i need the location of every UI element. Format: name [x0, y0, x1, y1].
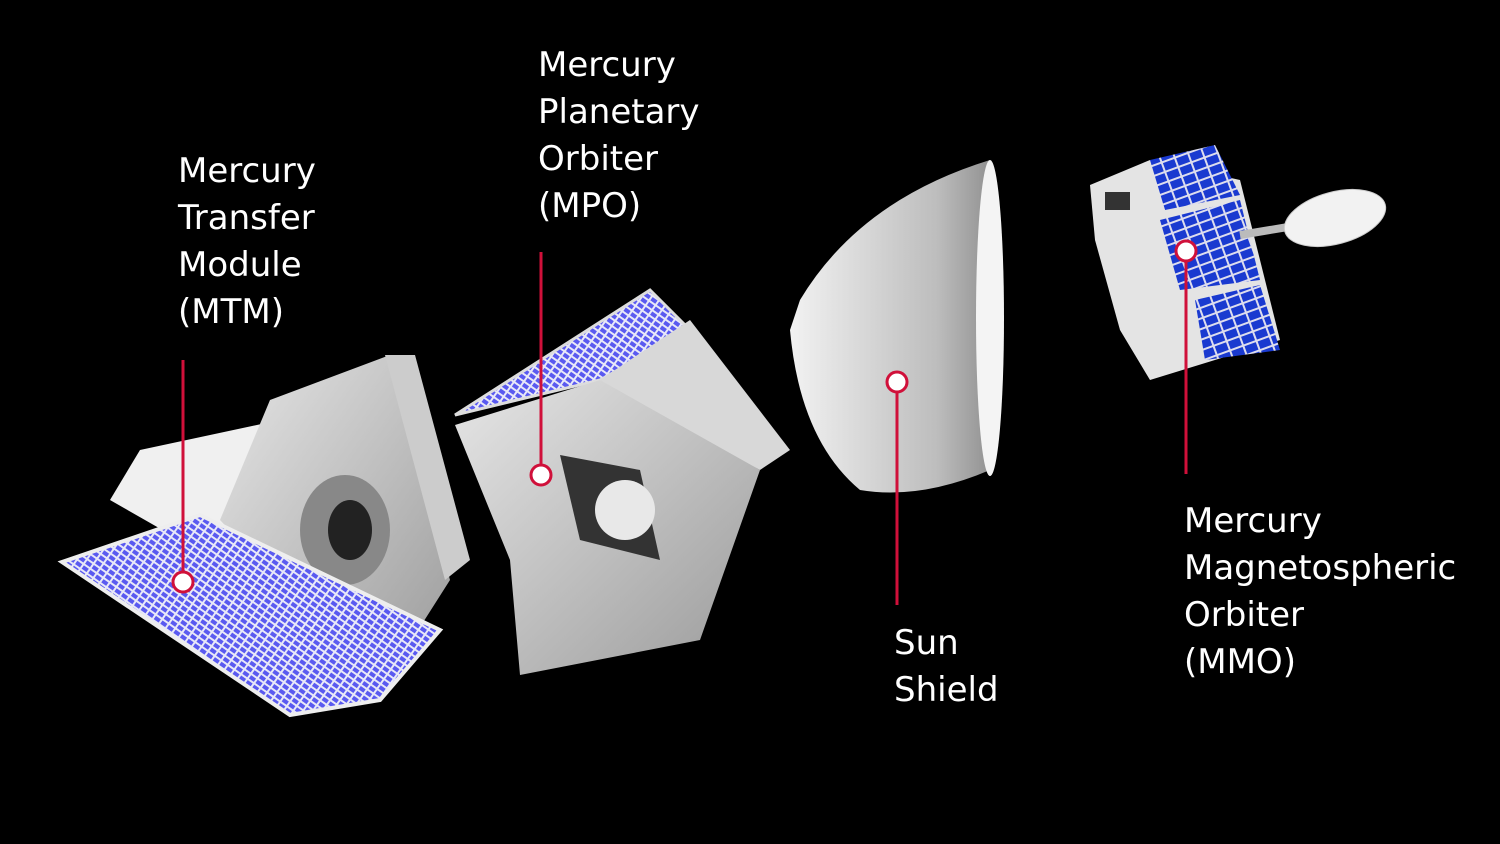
mpo-label-line: Mercury	[538, 45, 676, 85]
mpo-label: Mercury Planetary Orbiter (MPO)	[538, 42, 700, 230]
mtm-label-line: Transfer	[178, 198, 315, 238]
mmo-label: Mercury Magnetospheric Orbiter (MMO)	[1184, 498, 1456, 686]
mtm-marker	[171, 570, 195, 594]
mpo-label-line: Orbiter	[538, 139, 658, 179]
sun-shield-label: Sun Shield	[894, 620, 999, 714]
sun-shield-illustration	[790, 160, 1004, 493]
mtm-label-line: Mercury	[178, 151, 316, 191]
mtm-label: Mercury Transfer Module (MTM)	[178, 148, 316, 336]
mmo-marker	[1174, 239, 1198, 263]
mmo-illustration	[1090, 145, 1387, 380]
mmo-label-line: (MMO)	[1184, 642, 1296, 682]
mpo-label-line: (MPO)	[538, 186, 642, 226]
sun-shield-label-line: Sun	[894, 623, 959, 663]
mtm-illustration	[57, 355, 470, 718]
leader-lines	[171, 239, 1198, 605]
mmo-label-line: Magnetospheric	[1184, 548, 1457, 588]
sun-shield-marker	[885, 370, 909, 394]
mmo-label-line: Orbiter	[1184, 595, 1304, 635]
mmo-label-line: Mercury	[1184, 501, 1322, 541]
mtm-label-line: Module	[178, 245, 302, 285]
mpo-label-line: Planetary	[538, 92, 700, 132]
mpo-marker	[529, 463, 553, 487]
sun-shield-label-line: Shield	[894, 670, 999, 710]
mpo-illustration	[454, 288, 790, 675]
mtm-label-line: (MTM)	[178, 292, 284, 332]
